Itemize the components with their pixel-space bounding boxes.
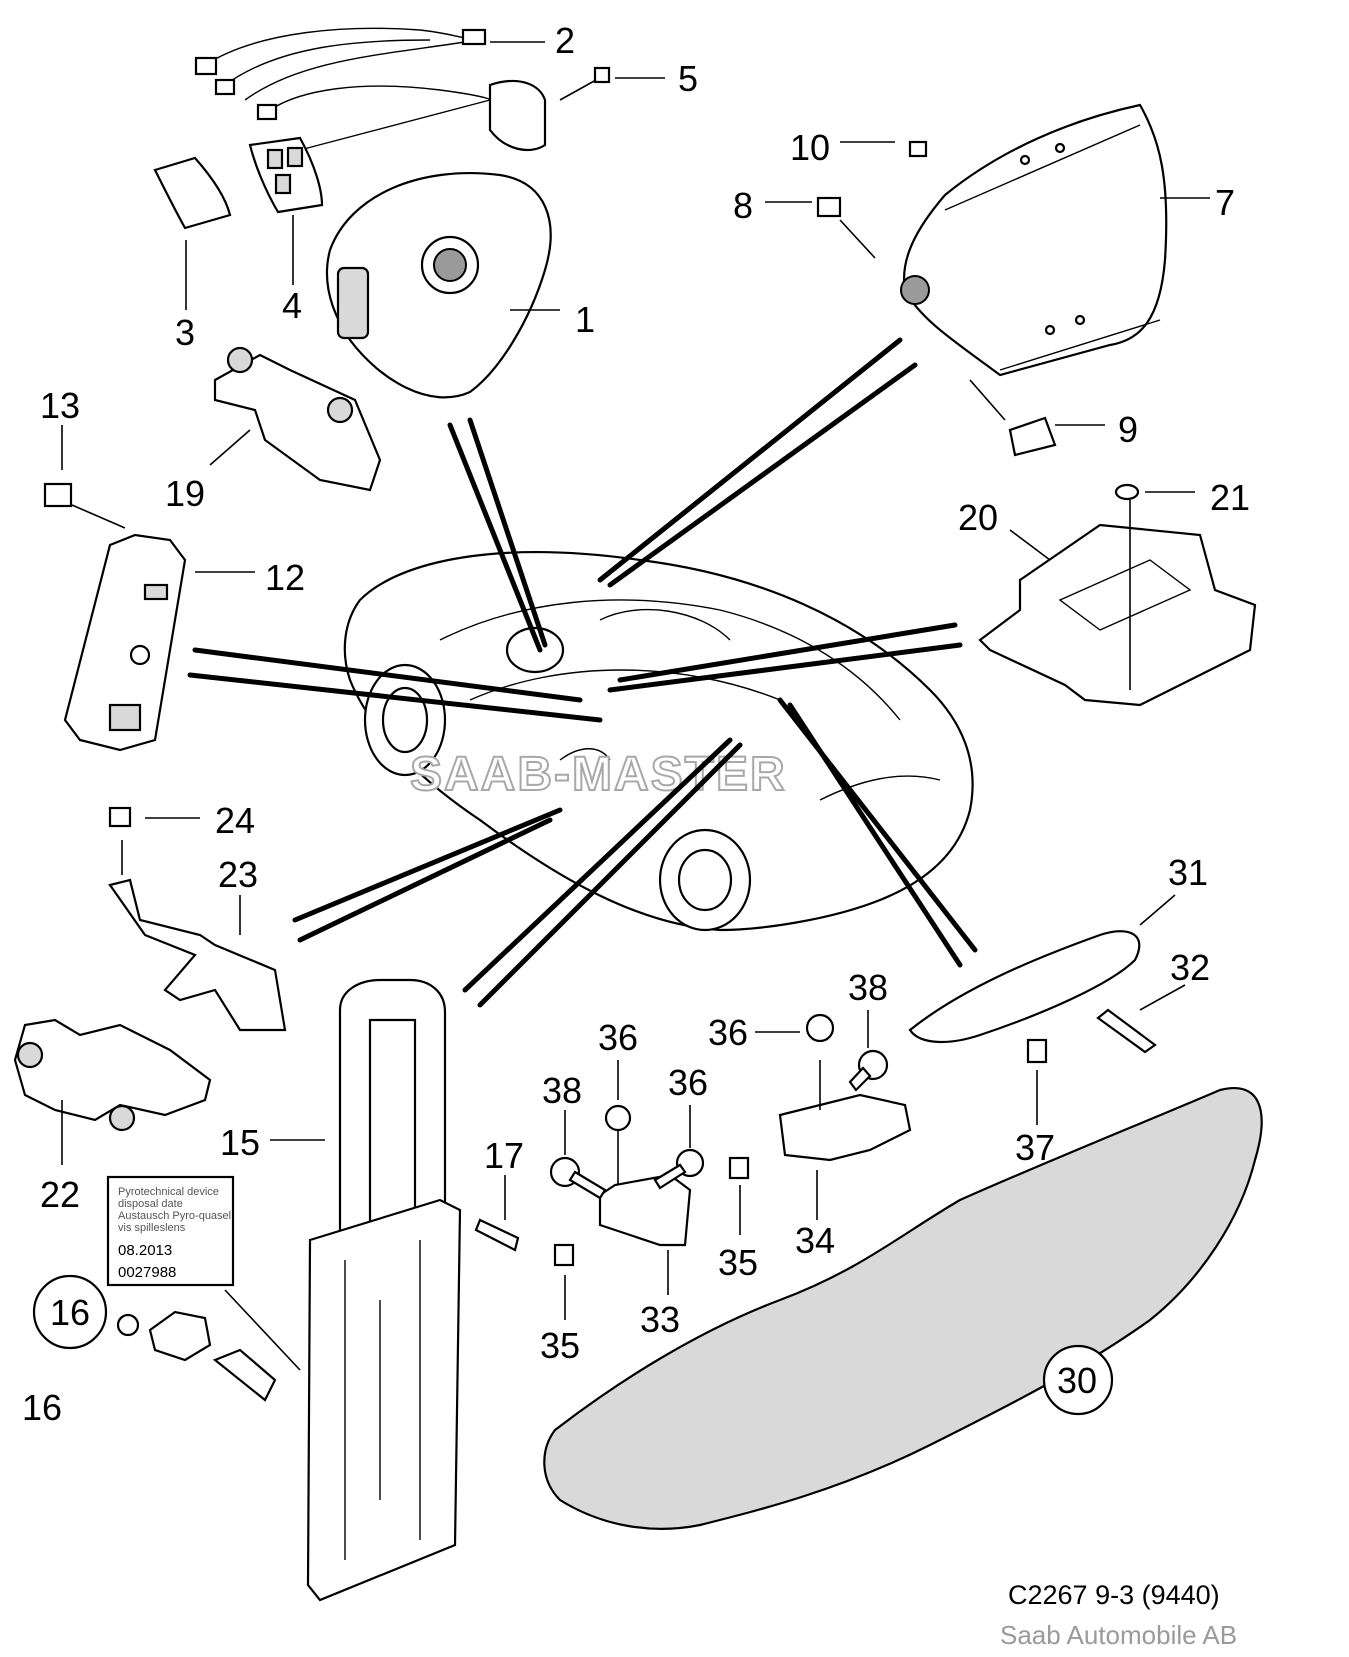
callout-circle-30: [1042, 1344, 1114, 1416]
callout-15: 15: [220, 1122, 260, 1163]
callout-16: 16: [22, 1387, 62, 1428]
label-date: 08.2013: [118, 1242, 172, 1259]
leader-lines: [61, 41, 1210, 1320]
sensor-22-part: [13, 1018, 212, 1132]
cover-31-part: [908, 930, 1141, 1044]
company-name: Saab Automobile AB: [1000, 1620, 1237, 1650]
callout-34: 34: [795, 1220, 835, 1261]
switch-unit-part: [248, 136, 324, 214]
callout-38-right: 38: [848, 967, 888, 1008]
part-32-strip: [1096, 1008, 1157, 1054]
part-9-clip: [1008, 416, 1057, 457]
callout-12: 12: [265, 557, 305, 598]
watermark-text: SAAB-MASTER: [410, 748, 787, 801]
callout-1: 1: [575, 299, 595, 340]
callout-33: 33: [640, 1299, 680, 1340]
callout-24: 24: [215, 800, 255, 841]
callout-5: 5: [678, 58, 698, 99]
passenger-airbag-part: [900, 103, 1168, 377]
bracket-23-part: [108, 878, 287, 1032]
callout-7: 7: [1215, 182, 1235, 223]
part-35-clip-right: [728, 1156, 750, 1180]
label-line1: Pyrotechnical device: [118, 1186, 219, 1198]
label-number: 0027988: [118, 1264, 176, 1281]
sensor-19-part: [213, 346, 382, 492]
control-module-part: [978, 483, 1257, 707]
callout-8: 8: [733, 185, 753, 226]
part-35-clip-left: [553, 1243, 575, 1267]
part-24-screw: [108, 806, 132, 828]
callout-36-mid: 36: [598, 1017, 638, 1058]
callout-22: 22: [40, 1174, 80, 1215]
callout-16-circle: 16: [50, 1292, 90, 1333]
part-8-bolt: [816, 196, 842, 218]
part-36-screw-mid: [604, 1104, 632, 1132]
callout-36-right: 36: [668, 1062, 708, 1103]
bracket-33-part: [598, 1173, 692, 1247]
callout-19: 19: [165, 473, 205, 514]
steering-airbag-part: [325, 171, 552, 399]
part-17-bolt: [474, 1218, 520, 1252]
callout-23: 23: [218, 854, 258, 895]
label-line3: Austausch Pyro-quasel: [118, 1210, 231, 1222]
callout-38-left: 38: [542, 1070, 582, 1111]
part-37-clip: [1026, 1038, 1048, 1064]
callout-20: 20: [958, 497, 998, 538]
part-10-clip: [908, 140, 928, 158]
callout-9: 9: [1118, 409, 1138, 450]
part-38-screw-left: [568, 1170, 607, 1200]
diagram-code: C2267 9-3 (9440): [1008, 1580, 1220, 1610]
callout-35-left: 35: [540, 1325, 580, 1366]
label-line2: disposal date: [118, 1198, 183, 1210]
callout-4: 4: [282, 285, 302, 326]
callout-36-top: 36: [708, 1012, 748, 1053]
callout-35-right: 35: [718, 1242, 758, 1283]
callout-circle-16: [32, 1274, 108, 1350]
trim-30-part: [543, 1087, 1263, 1530]
side-airbag-part: [63, 533, 187, 752]
callout-numbers: 1 2 3 4 5 7 8 9 10 12 13 15 16 16 17 19 …: [22, 20, 1250, 1428]
cover-pad-part: [153, 156, 232, 230]
callout-21: 21: [1210, 477, 1250, 518]
disposal-label-card: Pyrotechnical device disposal date Austa…: [106, 1175, 235, 1287]
part-38-screw-right: [848, 1066, 872, 1092]
switch-bracket-part: [299, 66, 611, 152]
rollover-bar-part: [306, 978, 462, 1602]
callout-3: 3: [175, 312, 195, 353]
callout-17: 17: [484, 1135, 524, 1176]
part-36-screw-top: [805, 1013, 835, 1043]
callout-37: 37: [1015, 1127, 1055, 1168]
part-36-screw-right: [653, 1163, 687, 1190]
callout-31: 31: [1168, 852, 1208, 893]
pointer-rays: [187, 337, 978, 1008]
label-line4: vis spilleslens: [118, 1222, 186, 1234]
pyro-charge-part: [116, 1310, 277, 1402]
callout-10: 10: [790, 127, 830, 168]
part-21-nut: [1114, 483, 1140, 501]
callout-32: 32: [1170, 947, 1210, 988]
callout-2: 2: [555, 20, 575, 61]
callout-13: 13: [40, 385, 80, 426]
bracket-34-part: [778, 1093, 912, 1162]
part-13-bolt: [43, 482, 73, 508]
wiring-harness-part: [194, 27, 511, 121]
callout-30: 30: [1057, 1360, 1097, 1401]
